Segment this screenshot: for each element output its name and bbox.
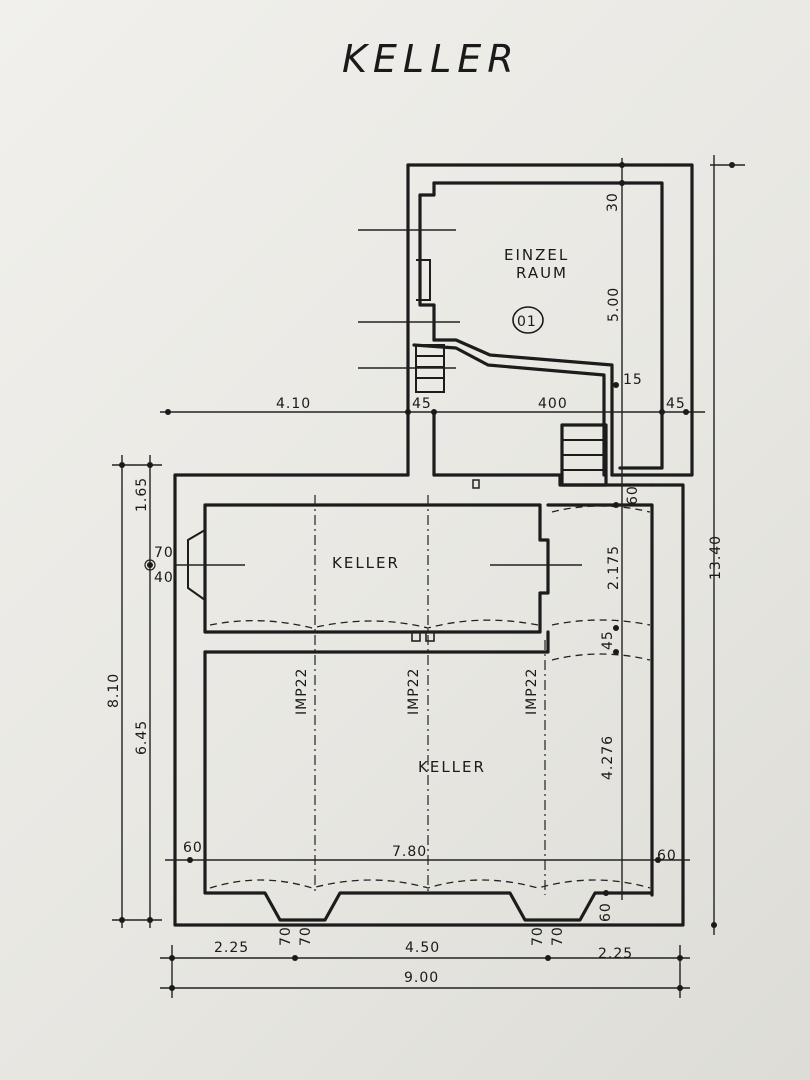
room-keller-upper: KELLER: [332, 554, 400, 572]
main-stair: [560, 423, 608, 487]
plan-title: KELLER: [342, 37, 520, 81]
dim-lower-keller-height: 4.276: [600, 735, 616, 780]
room-keller-lower: KELLER: [418, 758, 486, 776]
dim-wall-bottom-right: 60: [598, 902, 614, 922]
dim-bottom-left: 2.25: [214, 940, 249, 956]
dim-inner-width: 7.80: [392, 844, 427, 860]
dim-niche-b: 40: [154, 570, 174, 586]
dim-einzel-wall: 15: [623, 372, 643, 388]
dim-bottom-total: 9.00: [404, 970, 439, 986]
dim-top-wall-b: 45: [666, 396, 686, 412]
dim-stair-gap: 60: [625, 485, 641, 505]
dim-wall-left: 60: [183, 840, 203, 856]
room-einzelraum-line2: RAUM: [516, 264, 568, 282]
einzelraum-walls: [406, 163, 694, 477]
dim-niche-a: 70: [154, 545, 174, 561]
dimension-lines: [112, 155, 745, 998]
dim-bottom-p2: 70: [298, 926, 314, 946]
pillar-marker-a: [411, 631, 421, 642]
pillar-marker-b: [425, 631, 435, 642]
dim-right-total: 13.40: [708, 535, 724, 580]
beam-label-2: IMP22: [406, 668, 422, 715]
dim-left-upper: 1.65: [134, 477, 150, 512]
dim-top-left: 4.10: [276, 396, 311, 412]
dim-mid-wall: 45: [600, 630, 616, 650]
main-walls: [173, 473, 685, 927]
dim-einzel-height: 5.00: [606, 287, 622, 322]
vault-lines: [209, 505, 651, 889]
room-number: 01: [517, 314, 537, 330]
drain-marker: [472, 479, 480, 489]
dim-bottom-mid: 4.50: [405, 940, 440, 956]
dim-einzel-top: 30: [605, 192, 621, 212]
dim-upper-keller-height: 2.175: [606, 545, 622, 590]
einzelraum-stair: [415, 344, 445, 393]
dim-top-wall-a: 45: [412, 396, 432, 412]
beam-label-3: IMP22: [524, 668, 540, 715]
section-lines: [176, 229, 582, 566]
dim-wall-right: 60: [657, 848, 677, 864]
beam-axes: [314, 495, 546, 895]
room-einzelraum-line1: EINZEL: [504, 246, 569, 264]
dim-bottom-p4: 70: [550, 926, 566, 946]
dim-bottom-right: 2.25: [598, 946, 633, 962]
dim-left-lower: 6.45: [134, 720, 150, 755]
room-number-circle: [512, 306, 544, 334]
dim-top-mid: 400: [538, 396, 568, 412]
beam-label-1: IMP22: [294, 668, 310, 715]
dim-left-total: 8.10: [106, 673, 122, 708]
dim-bottom-p1: 70: [278, 926, 294, 946]
dim-bottom-p3: 70: [530, 926, 546, 946]
